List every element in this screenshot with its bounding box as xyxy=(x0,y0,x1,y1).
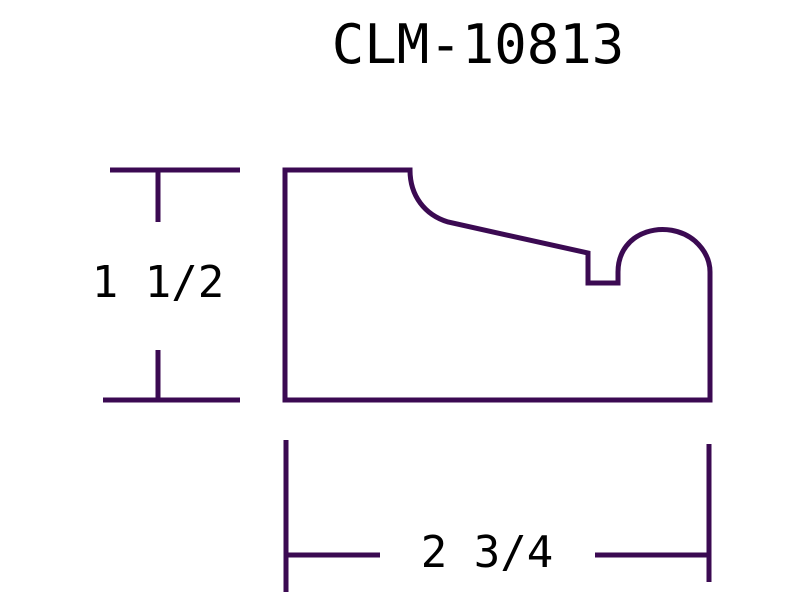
height-dimension: 1 1/2 xyxy=(92,167,240,403)
height-dimension-label: 1 1/2 xyxy=(92,257,224,308)
molding-profile-outline xyxy=(282,167,713,403)
width-dimension: 2 3/4 xyxy=(283,440,712,592)
width-dimension-label: 2 3/4 xyxy=(421,527,553,578)
part-number-title: CLM-10813 xyxy=(332,13,625,76)
